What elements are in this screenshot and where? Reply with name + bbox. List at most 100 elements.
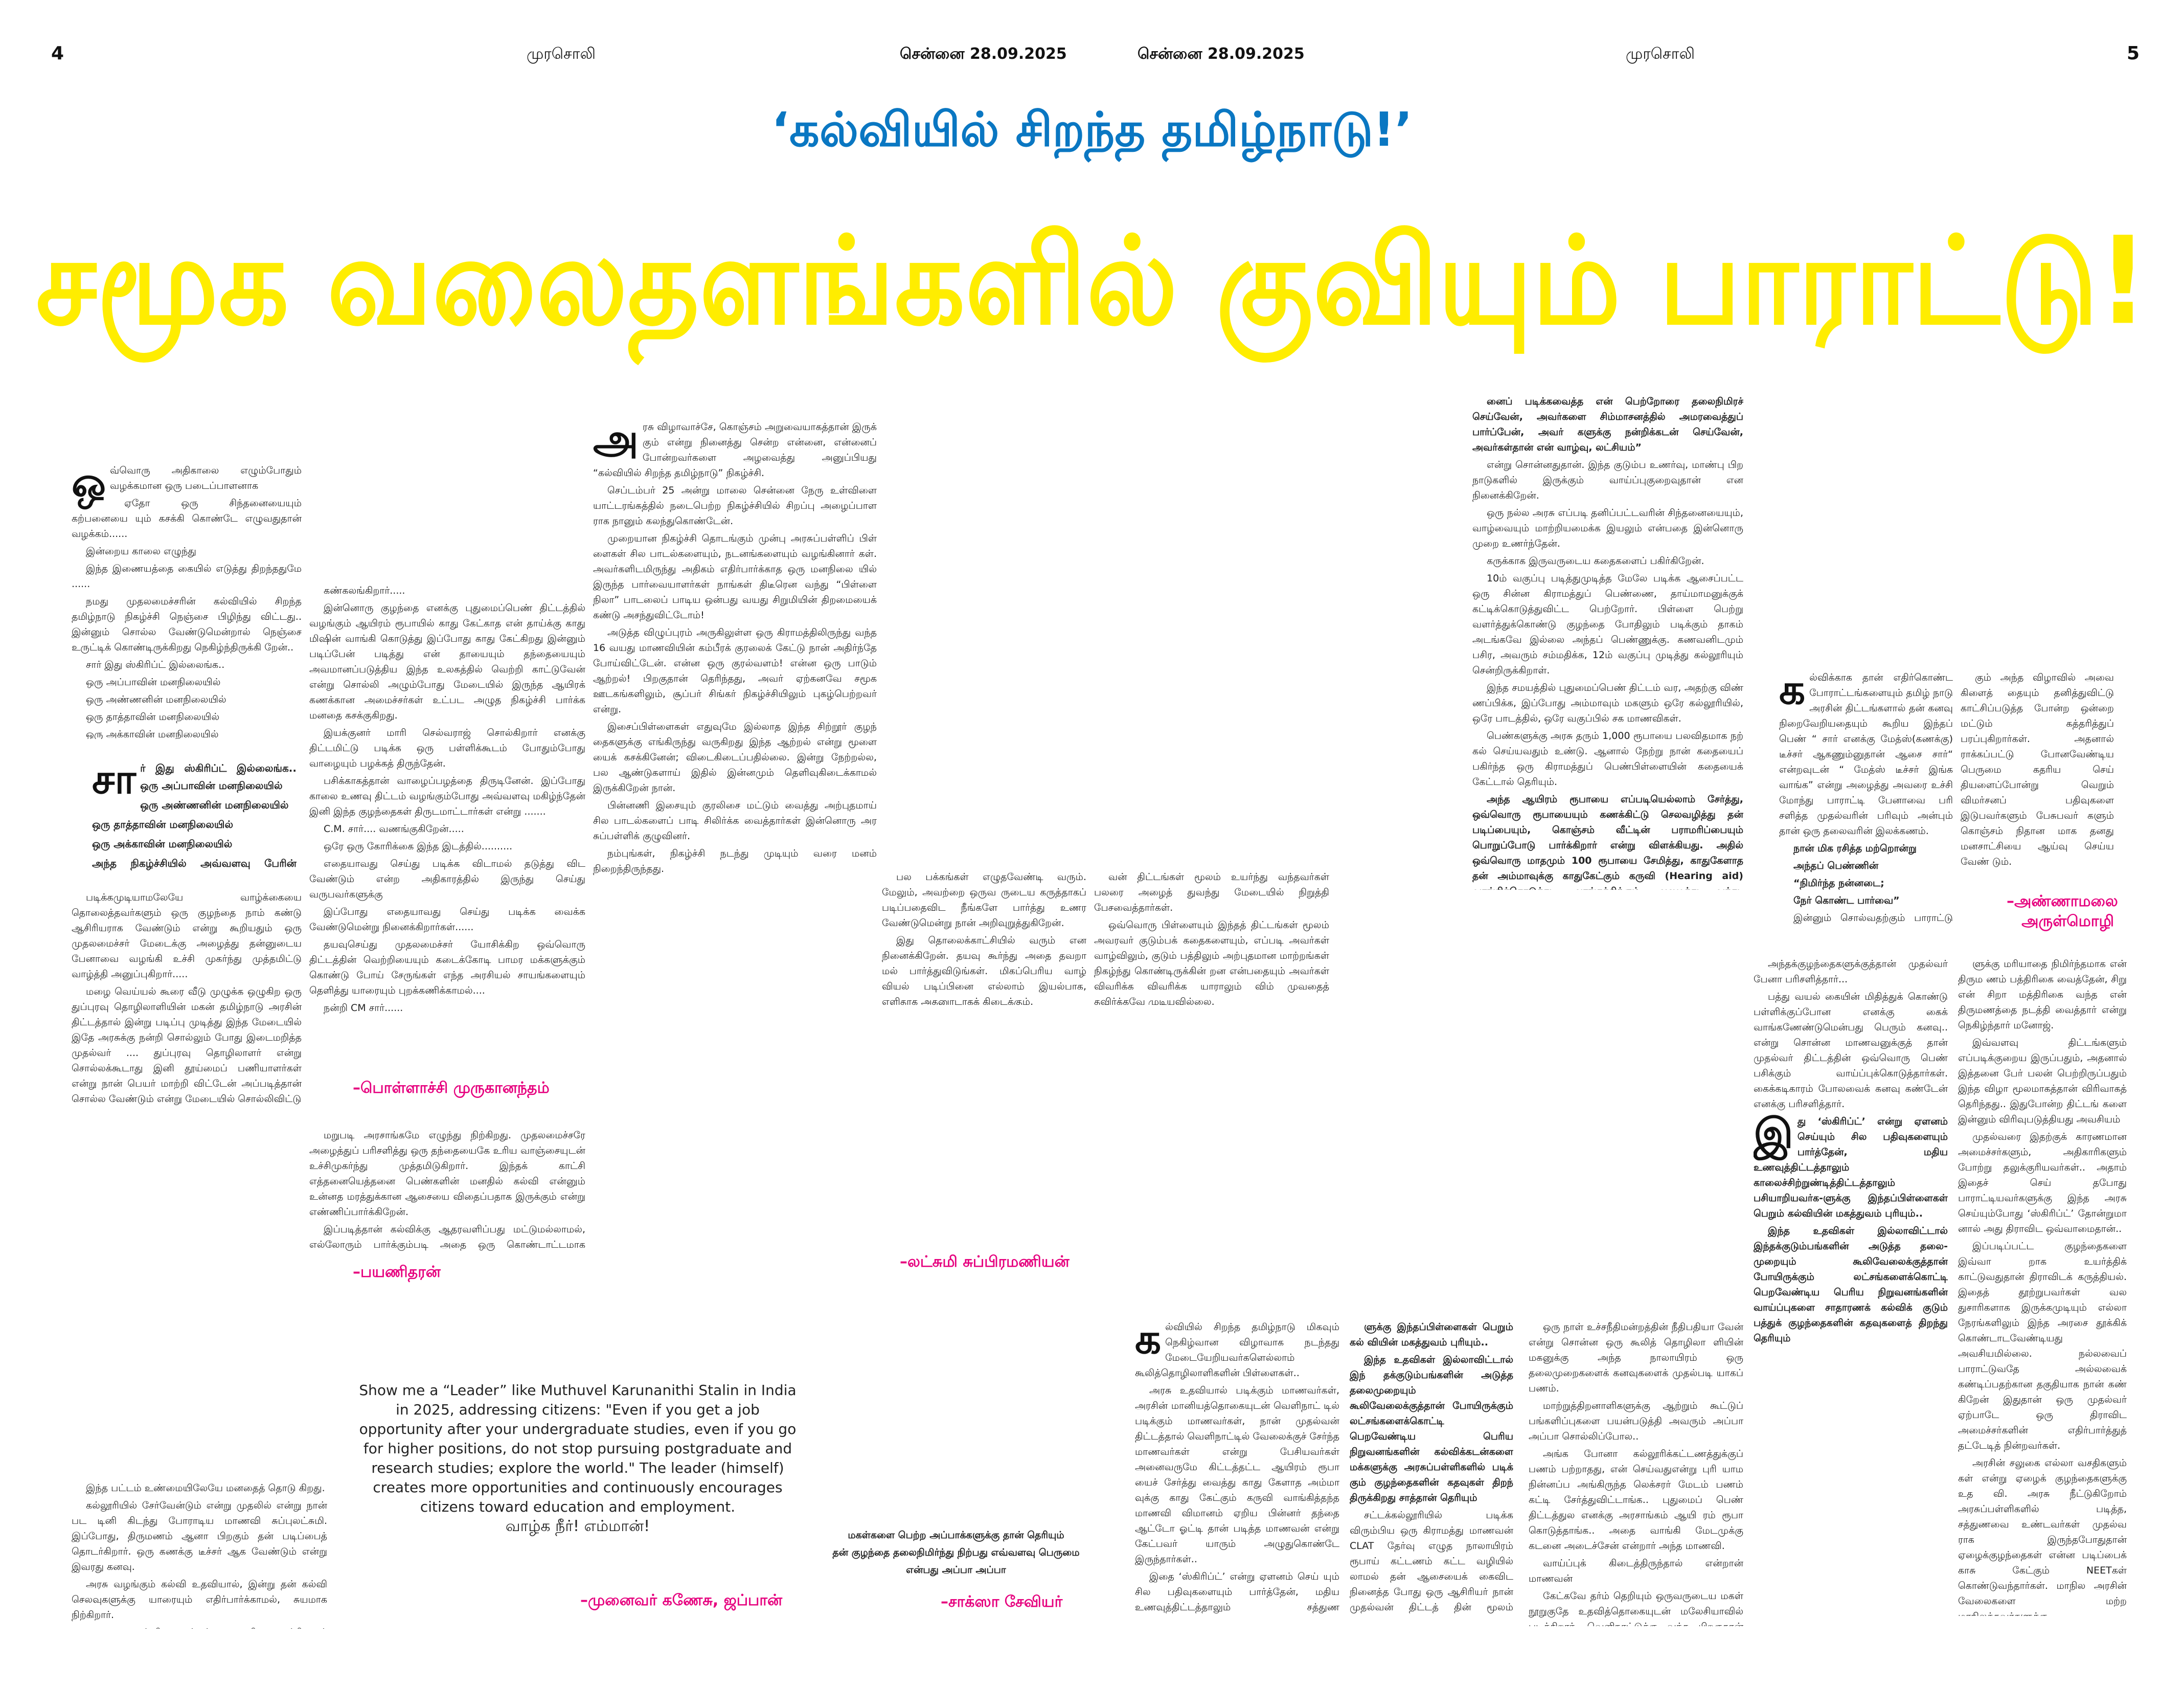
paragraph: இதை ‘ஸ்கிரிப்ட்’ என்று ஏளனம் செய் யும் ச…	[1135, 1571, 1339, 1613]
article-a15: ஒரு நாள் உச்சநீதிமன்றத்தின் நீதிபதியா வே…	[1529, 1319, 1743, 1626]
poem-line: தன் குழந்தை தலைநிமிர்ந்து நிற்பது எவ்வளவ…	[832, 1547, 1080, 1558]
paragraph: பின்னணி இசையும் குரலிசை மட்டும் வைத்து அ…	[593, 800, 877, 842]
right-page-number: 5	[2127, 43, 2140, 64]
paragraph: மாற்றுத்திறனாளிகளுக்கு ஆற்றும் கூட்டுப் …	[1529, 1400, 1743, 1442]
paragraph: ல்விக்காக தான் எதிர்கொண்ட போராட்டங்களையு…	[1779, 672, 1953, 837]
paragraph: முதல்வரை இதற்குக் காரணமான அமைச்சர்களும்,…	[1958, 1131, 2127, 1234]
byline: –அண்ணாமலை அருள்மொழி	[2007, 892, 2118, 932]
article-a11: அந்தக்குழந்தைகளுக்குத்தான் முதல்வர் பேனா…	[1754, 956, 1948, 1611]
byline: –பயணிதரன்	[353, 1263, 441, 1281]
paragraph: இப்படிப்பட்ட குழந்தைகளை இவ்வா றாக உயர்த்…	[1958, 1241, 2127, 1451]
byline: –முனைவர் கணேசு, ஜப்பான்	[580, 1591, 783, 1609]
paragraph: ஒரு தாத்தாவின் மனநிலையில்	[86, 711, 220, 723]
paragraph: ஒரு அண்ணனின் மனநிலையில்	[140, 799, 289, 811]
drop-cap: க	[1779, 670, 1806, 713]
paragraph: சார் இது ஸ்கிரிப்ட் இல்லைங்க..	[86, 659, 225, 670]
byline-line: அருள்மொழி	[2021, 912, 2114, 930]
left-page-number: 4	[51, 43, 64, 64]
poem-box: மகள்களை பெற்ற அப்பாக்களுக்கு தான் தெரியு…	[813, 1526, 1099, 1579]
paragraph: பத்து வயல் கையின் மிதித்துக் கொண்டு பள்ள…	[1754, 991, 1948, 1110]
quote-tamil: வாழ்க நீர்! எம்மான்!	[505, 1517, 650, 1535]
byline: –சாக்ஸா சேவியர்	[941, 1593, 1063, 1611]
paragraph: நமது முதலமைச்சரின் கல்வியில் சிறந்த தமிழ…	[72, 596, 302, 653]
paragraph: அவரது கல்வி ஆர்வத்தை, விடாமுயற்சியைப் பா…	[72, 1625, 327, 1629]
paragraph: ஒவ்வொரு பிள்ளையும் இந்தத் திட்டங்கள் மூல…	[1094, 919, 1329, 1005]
paragraph: ஒரு நாள் உச்சநீதிமன்றத்தின் நீதிபதியா வே…	[1529, 1321, 1743, 1394]
paragraph: இந்த பட்டம் உண்மையிலேயே மனதைத் தொடு கிறத…	[86, 1482, 325, 1494]
right-date: சென்னை 28.09.2025	[1138, 45, 1305, 63]
drop-cap: அ	[593, 419, 639, 463]
paragraph: நேர் கொண்ட பார்வை”	[1793, 895, 1900, 906]
paragraph: C.M. சார்.... வணங்குகிறேன்.....	[324, 823, 464, 835]
poem-line: என்பது அப்பா அப்பா	[906, 1564, 1006, 1576]
main-headline: சமூக வலைதளங்களில் குவியும் பாராட்டு!	[36, 210, 2148, 352]
paragraph: நன்றி CM சார்......	[324, 1002, 403, 1014]
paragraph: என்று சொன்னதுதான். இந்த குடும்ப உணர்வு, …	[1472, 459, 1743, 501]
paragraph: து ‘ஸ்கிரிப்ட்’ என்று ஏளனம் செய்யும் சில…	[1754, 1116, 1948, 1219]
paragraph: அந்தப் பெண்ணின்	[1793, 860, 1879, 871]
paragraph: ளுக்கு மரியாதை நிமிர்ந்தமாக என் திரும ணம…	[1958, 958, 2127, 1031]
english-quote: Show me a “Leader” like Muthuvel Karunan…	[358, 1381, 798, 1536]
article-a2: கண்கலங்கிறார்..... இன்னொரு குழந்தை எனக்கு…	[309, 583, 585, 1074]
paragraph: பசிக்காகத்தான் வாழைப்பழத்தை திருடினேன். …	[309, 775, 585, 817]
article-a10: கும் அந்த விழாவில் அவை கிளைத் தையும் தனி…	[1961, 670, 2114, 874]
article-a1-bold: சார் இது ஸ்கிரிப்ட் இல்லைங்க.. ஒரு அப்பா…	[92, 759, 297, 872]
paragraph: அரசு உதவியால் படிக்கும் மாணவர்கள், அரசின…	[1135, 1385, 1339, 1565]
drop-cap: ஒ	[72, 463, 106, 506]
paragraph: தயவுசெய்து முதலமைச்சர் யோசிக்கிற ஒவ்வொரு…	[309, 939, 585, 996]
paragraph: 10ம் வகுப்பு படித்துமுடித்த மேலே படிக்க …	[1472, 573, 1743, 676]
paragraph: அடுத்த விழுப்புரம் அருகிலுள்ள ஒரு கிராமத…	[593, 627, 877, 715]
paragraph: இப்படித்தான் கல்விக்கு ஆதரவளிப்பது மட்டு…	[309, 1224, 585, 1255]
paragraph: ஒரு தாத்தாவின் மனநிலையில்	[92, 818, 234, 830]
paragraph: “நிமிர்ந்த நன்னடை;	[1793, 878, 1884, 889]
paragraph: ஒரு அண்ணனின் மனநிலையில்	[86, 694, 226, 705]
left-date: சென்னை 28.09.2025	[900, 45, 1067, 63]
paragraph: இந்த சமயத்தில் புதுமைப்பெண் திட்டம் வர, …	[1472, 682, 1743, 724]
paragraph: ஒரு அக்காவின் மனநிலையில்	[86, 729, 219, 739]
poem-line: மகள்களை பெற்ற அப்பாக்களுக்கு தான் தெரியு…	[848, 1530, 1064, 1541]
article-a6: பல பக்கங்கள் எழுதவேண்டி வரும். மேலும், அ…	[882, 869, 1086, 1005]
paragraph: கும் அந்த விழாவில் அவை கிளைத் தையும் தனி…	[1961, 672, 2114, 867]
article-a4: இந்த பட்டம் உண்மையிலேயே மனதைத் தொடு கிறத…	[72, 1480, 327, 1629]
paragraph: அரசின் சலுகை எல்லா வசதிகளும் கள் என்று ஏ…	[1958, 1457, 2127, 1616]
drop-cap: க	[1135, 1319, 1162, 1363]
paragraph: இவ்வளவு திட்டங்களும் எப்படிக்குறைய இருப்…	[1958, 1037, 2127, 1125]
paragraph: இன்றைய காலை எழுந்து	[86, 546, 196, 557]
article-a8: னைப் படிக்கவைத்த என் பெற்றோரை தலைநிமிரச்…	[1472, 394, 1743, 890]
paragraph: எதையாவது செய்து படிக்க விடாமல் தடுத்து வ…	[309, 858, 585, 900]
drop-cap: இ	[1754, 1110, 1793, 1157]
paragraph: இது தொலைக்காட்சியில் வரும் என நினைக்கிறே…	[882, 935, 1086, 1005]
paragraph: ளுக்கு இந்தப்பிள்ளைகள் பெறும் கல் வியின்…	[1350, 1321, 1513, 1348]
paragraph: வ்வொரு அதிகாலை எழும்போதும் வழக்கமான ஒரு …	[110, 465, 302, 491]
paragraph: கண்கலங்கிறார்.....	[324, 585, 405, 596]
byline-line: –அண்ணாமலை	[2007, 892, 2118, 910]
article-a1-cont: படிக்கமுடியாமலேயே வாழ்க்கையை தொலைத்தவர்க…	[72, 890, 302, 1115]
right-masthead: முரசொலி	[1626, 45, 1695, 63]
paragraph: இன்னொரு குழந்தை எனக்கு புதுமைப்பெண் திட்…	[309, 602, 585, 721]
paragraph: ர் இது ஸ்கிரிப்ட் இல்லைங்க.. ஒரு அப்பாவி…	[140, 762, 297, 792]
left-masthead: முரசொலி	[527, 45, 596, 63]
paragraph: சட்டக்கல்லூரியில் படிக்க விரும்பிய ஒரு க…	[1350, 1510, 1513, 1613]
paragraph: ஏதோ ஒரு சிந்தனையையும் கற்பனையை யும் கசக்…	[72, 498, 302, 540]
article-a14: ளுக்கு இந்தப்பிள்ளைகள் பெறும் கல் வியின்…	[1350, 1319, 1513, 1616]
paragraph: அரசு வழங்கும் கல்வி உதவியால், இன்று தன் …	[72, 1579, 327, 1621]
quote-english: Show me a “Leader” like Muthuvel Karunan…	[359, 1382, 797, 1515]
paragraph: இப்போது எதையாவது செய்து படிக்க வைக்க வேண…	[309, 906, 585, 933]
article-a7: வன் திட்டங்கள் மூலம் உயர்ந்து வந்தவர்கள்…	[1094, 869, 1329, 1005]
byline: –லட்சுமி சுப்பிரமணியன்	[900, 1253, 1070, 1271]
paragraph: வன் திட்டங்கள் மூலம் உயர்ந்து வந்தவர்கள்…	[1094, 871, 1329, 913]
paragraph: னைப் படிக்கவைத்த என் பெற்றோரை தலைநிமிரச்…	[1472, 396, 1743, 453]
paragraph: அந்தக்குழந்தைகளுக்குத்தான் முதல்வர் பேனா…	[1754, 958, 1948, 985]
article-a3: மறுபடி அரசாங்கமே எழுந்து நிற்கிறது. முதல…	[309, 1128, 585, 1255]
paragraph: மற்றபடி காவிரி விழும் கனிகளாய் ரத்தை ஒழி…	[1961, 871, 2114, 874]
paragraph: பெண்களுக்கு அரசு தரும் 1,000 ரூபாயை பலவி…	[1472, 730, 1743, 788]
paragraph: முறையான நிகழ்ச்சி தொடங்கும் முன்பு அரசுப…	[593, 533, 877, 621]
paragraph: ரசு விழாவாச்சே, கொஞ்சம் அறுவையாகத்தான் இ…	[593, 421, 877, 479]
paragraph: இன்னும் சொல்வதற்கும் பாராட்டு வதற்கும் ஏ…	[1793, 912, 1953, 924]
paragraph: கல்லூரியில் சேர்வேன்டும் என்று முதலில் எ…	[72, 1500, 327, 1572]
paragraph: அந்த ஆயிரம் ரூபாயை எப்படியெல்லாம் சேர்த்…	[1472, 794, 1743, 890]
